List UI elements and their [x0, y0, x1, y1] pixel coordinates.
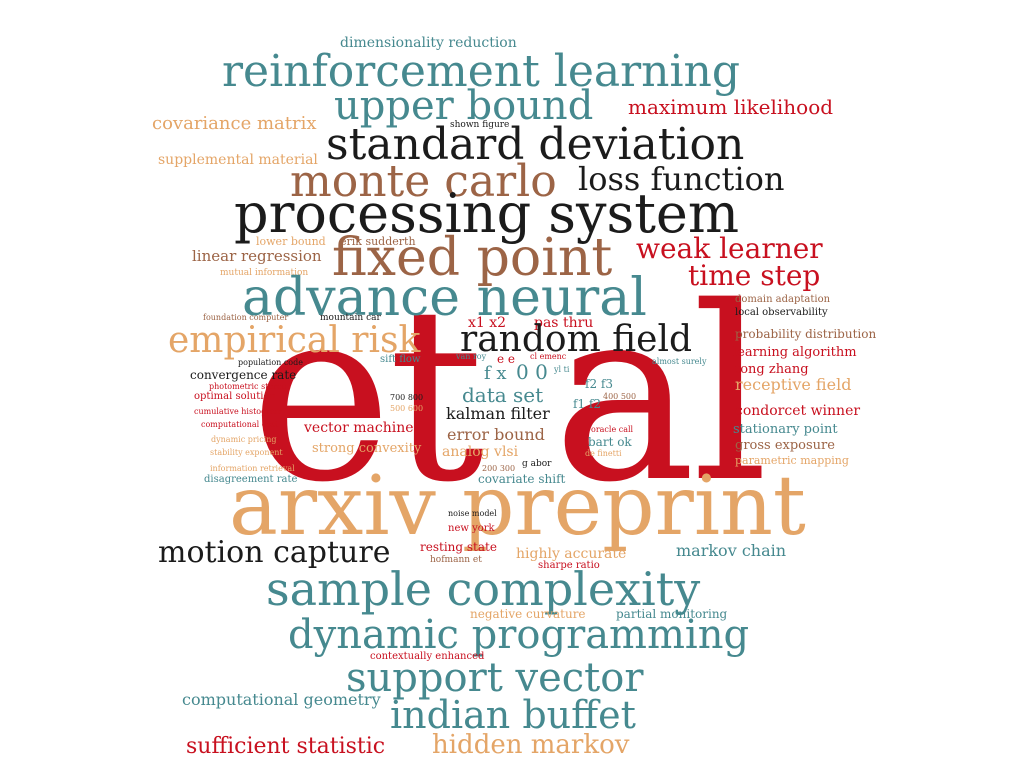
word-photometric-stereo: photometric stereo — [209, 382, 287, 391]
word-supplemental-material: supplemental material — [158, 152, 318, 168]
word-f1-f2: f1 f2 — [573, 397, 601, 411]
word-zero-zero: 0 0 — [516, 360, 548, 384]
word-g-abor: g abor — [522, 459, 552, 469]
word-f-x: f x — [484, 363, 507, 384]
word-strong-convexity: strong convexity — [312, 441, 422, 456]
word-et-al: et al — [250, 255, 769, 535]
word-contextually-enhanced: contextually enhanced — [370, 651, 485, 662]
word-f2-f3: f2 f3 — [585, 377, 613, 391]
word-shown-figure: shown figure — [450, 120, 510, 130]
word-maximum-likelihood: maximum likelihood — [628, 95, 834, 119]
word-covariate-shift: covariate shift — [478, 472, 566, 486]
word-optimal-solution: optimal solution — [194, 391, 276, 402]
word-de-finetti: de finetti — [585, 449, 622, 458]
word-computational-cost: computational cost — [201, 420, 279, 429]
word-tong-zhang: tong zhang — [735, 362, 809, 377]
word-gross-exposure: gross exposure — [735, 438, 835, 453]
word-computational-geometry: computational geometry — [182, 690, 381, 709]
word-condorcet-winner: condorcet winner — [735, 403, 861, 419]
word-receptive-field: receptive field — [735, 375, 852, 394]
word-dimensionality-reduction: dimensionality reduction — [340, 35, 517, 51]
word-covariance-matrix: covariance matrix — [152, 113, 317, 134]
word-fixed-point: fixed point — [332, 228, 613, 288]
word-loss-function: loss function — [578, 160, 785, 198]
word-almost-surely: almost surely — [652, 357, 707, 366]
word-data-set: data set — [462, 383, 544, 407]
word-local-observability: local observability — [735, 307, 828, 318]
word-monte-carlo: monte carlo — [290, 156, 557, 207]
word-learning-algorithm: learning algorithm — [733, 345, 857, 360]
word-reinforcement-learning: reinforcement learning — [222, 46, 741, 97]
word-processing-system: processing system — [234, 182, 740, 245]
word-200-300: 200 300 — [482, 464, 516, 473]
word-highly-accurate: highly accurate — [516, 546, 627, 562]
word-oracle-call: oracle call — [591, 425, 634, 434]
word-new-york: new york — [448, 523, 495, 534]
word-support-vector: support vector — [346, 655, 644, 701]
word-sample-complexity: sample complexity — [266, 562, 701, 616]
word-yl-ti: yl ti — [554, 365, 570, 374]
word-hidden-markov: hidden markov — [432, 730, 630, 760]
word-sift-flow: sift flow — [380, 354, 421, 365]
word-population-code: population code — [238, 358, 303, 367]
word-weak-learner: weak learner — [636, 232, 823, 265]
word-empirical-risk: empirical risk — [168, 320, 421, 361]
word-disagreement-rate: disagreement rate — [204, 474, 298, 485]
word-sharpe-ratio: sharpe ratio — [538, 560, 600, 571]
word-vector-machine: vector machine — [304, 420, 414, 436]
word-x1-x2: x1 x2 — [468, 315, 507, 331]
word-markov-chain: markov chain — [676, 541, 787, 560]
word-arxiv-preprint: arxiv preprint — [229, 459, 806, 554]
word-700-800: 700 800 — [390, 393, 424, 402]
word-400-500: 400 500 — [603, 392, 637, 401]
word-bart-ok: bart ok — [588, 435, 632, 449]
word-e-e: e e — [497, 352, 516, 366]
word-convergence-rate: convergence rate — [190, 368, 297, 382]
word-time-step: time step — [688, 259, 821, 292]
word-partial-monitoring: partial monitoring — [616, 607, 728, 621]
word-standard-deviation: standard deviation — [326, 119, 745, 170]
word-sufficient-statistic: sufficient statistic — [186, 734, 386, 759]
word-dynamic-pricing: dynamic pricing — [211, 435, 277, 444]
word-500-600: 500 600 — [390, 404, 424, 413]
word-lower-bound: lower bound — [256, 235, 326, 248]
word-erik-sudderth: erik sudderth — [340, 235, 416, 248]
word-pas-thru: pas thru — [534, 315, 594, 331]
word-resting-state: resting state — [420, 540, 497, 554]
word-negative-curvature: negative curvature — [470, 607, 586, 621]
word-random-field: random field — [460, 319, 693, 360]
word-dynamic-programming: dynamic programming — [288, 612, 750, 658]
word-mutual-information: mutual information — [220, 268, 309, 278]
word-information-retrieval: information retrieval — [210, 464, 295, 473]
word-probability-distribution: probability distribution — [735, 327, 877, 341]
word-upper-bound: upper bound — [334, 83, 594, 129]
word-motion-capture: motion capture — [158, 535, 391, 570]
word-advance-neural: advance neural — [242, 268, 647, 328]
word-foundation-computer: foundation computer — [203, 313, 289, 322]
word-error-bound: error bound — [447, 425, 545, 444]
word-kalman-filter: kalman filter — [446, 404, 550, 423]
word-van-roy: van roy — [456, 352, 487, 361]
word-cumulative-histogram: cumulative histogram — [194, 407, 283, 416]
word-analog-vlsi: analog vlsi — [442, 444, 519, 460]
word-indian-buffet: indian buffet — [390, 693, 636, 737]
word-linear-regression: linear regression — [192, 247, 322, 265]
word-domain-adaptation: domain adaptation — [735, 294, 831, 305]
word-noise-model: noise model — [448, 509, 497, 518]
word-hofmann-et: hofmann et — [430, 555, 482, 565]
word-stability-exponent: stability exponent — [210, 448, 283, 457]
word-mountain-car: mountain car — [320, 313, 381, 323]
word-parametric-mapping: parametric mapping — [735, 454, 849, 467]
word-cl-emenc: cl emenc — [530, 352, 567, 361]
word-stationary-point: stationary point — [733, 422, 838, 437]
